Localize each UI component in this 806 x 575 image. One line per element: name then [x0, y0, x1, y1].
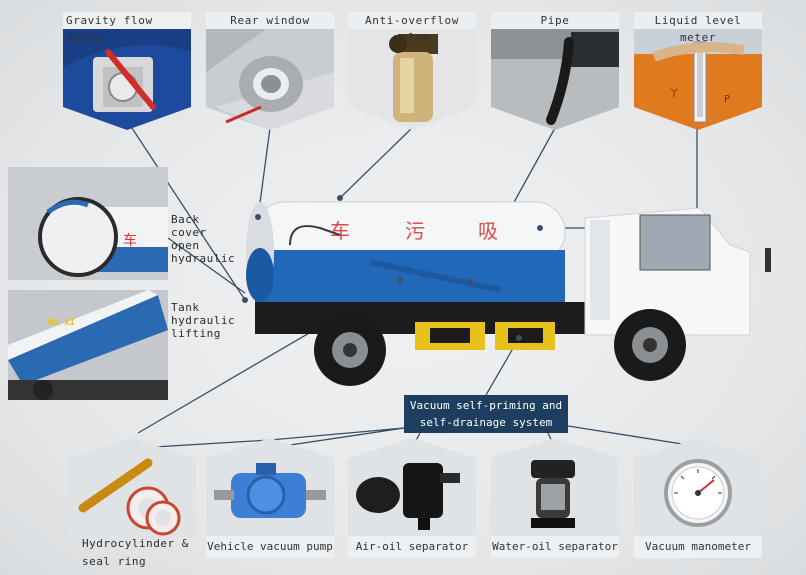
tile-vacuum-manometer: Vacuum manometer	[634, 438, 762, 558]
air-oil-photo	[348, 438, 476, 538]
label-air-oil: Air-oil separator	[348, 536, 476, 558]
label-level: Liquid level meter	[634, 12, 762, 44]
svg-text:丫: 丫	[669, 88, 679, 100]
label-tank-lift: Tank hydraulic lifting	[171, 301, 236, 340]
svg-text:WU XI: WU XI	[48, 318, 75, 328]
tank-char-2: 污	[405, 219, 425, 243]
level-meter-photo: 丫 P	[634, 29, 762, 130]
tile-water-oil-separator: Water-oil separator	[491, 438, 619, 558]
label-anti: Anti-overflow valve	[348, 12, 476, 44]
gravity-valve-photo	[63, 29, 191, 130]
tank-lifting-photo: WU XI	[8, 290, 168, 400]
tile-back-cover: 车	[8, 167, 168, 280]
anti-overflow-photo	[348, 29, 476, 130]
svg-text:车: 车	[123, 232, 137, 249]
label-water-oil: Water-oil separator	[491, 536, 619, 558]
rear-wheel	[314, 314, 386, 386]
rear-window-photo	[206, 29, 334, 130]
tile-hydrocylinder: Hydrocylinder & seal ring	[68, 438, 196, 570]
label-back-cover: Back cover open hydraulic	[171, 213, 236, 265]
cab-window	[639, 214, 711, 271]
tank-char-1: 车	[330, 219, 350, 243]
label-pipe: Pipe	[491, 12, 619, 29]
tile-anti-overflow-valve: Anti-overflow valve	[348, 12, 476, 130]
leader-anti	[339, 126, 414, 199]
pipe-photo	[491, 29, 619, 130]
water-oil-photo	[491, 438, 619, 538]
tile-rear-window: Rear window	[206, 12, 334, 130]
hydrocylinder-photo	[68, 438, 196, 538]
system-banner: Vacuum self-priming and self-drainage sy…	[404, 395, 568, 433]
svg-text:P: P	[724, 94, 730, 105]
manometer-photo	[634, 438, 762, 538]
tile-air-oil-separator: Air-oil separator	[348, 438, 476, 558]
tile-liquid-level-meter: 丫 P Liquid level meter	[634, 12, 762, 130]
tank-char-3: 吸	[478, 219, 498, 243]
label-rear: Rear window	[206, 12, 334, 29]
tank-blue	[255, 250, 565, 302]
label-hydro: Hydrocylinder & seal ring	[82, 537, 189, 568]
tile-pipe: Pipe	[491, 12, 619, 130]
tile-gravity-flow-valve: Gravity flow vavle	[63, 12, 191, 130]
leader-back-cover	[167, 237, 246, 294]
leader-b5	[567, 425, 696, 447]
leader-b2	[269, 427, 405, 449]
label-pump: Vehicle vacuum pump	[206, 536, 334, 558]
truck-illustration: 车 污 吸	[242, 195, 771, 386]
leader-gravity	[127, 121, 246, 301]
label-manometer: Vacuum manometer	[634, 536, 762, 558]
label-gravity: Gravity flow vavle	[63, 12, 191, 44]
front-wheel	[614, 309, 686, 381]
vacuum-pump-photo	[206, 438, 334, 538]
tile-tank-lifting: WU XI	[8, 290, 168, 400]
back-cover-photo: 车	[8, 167, 168, 280]
tile-vacuum-pump: Vehicle vacuum pump	[206, 438, 334, 558]
